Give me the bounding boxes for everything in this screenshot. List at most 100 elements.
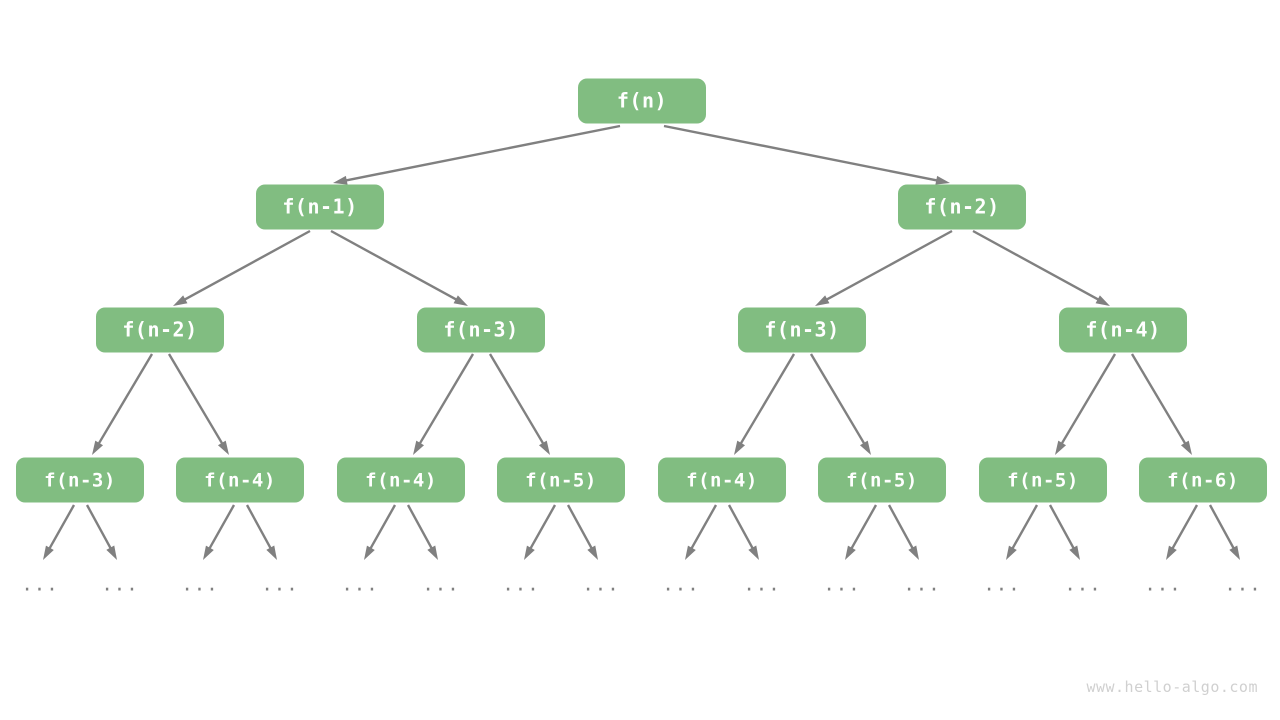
edge-line <box>1208 504 1236 551</box>
tree-edge <box>92 353 154 455</box>
arrow-head-icon <box>524 545 535 560</box>
tree-edge <box>566 504 598 560</box>
tree-edge <box>330 229 468 306</box>
node-label: f(n-4) <box>686 470 758 492</box>
edge-line <box>85 504 113 551</box>
arrow-head-icon <box>1095 295 1110 306</box>
ellipsis-marker: ... <box>662 574 699 596</box>
arrow-head-icon <box>538 440 550 455</box>
tree-edge <box>85 504 117 560</box>
ellipsis-marker: ... <box>1144 574 1181 596</box>
arrow-head-icon <box>1006 545 1017 560</box>
tree-node[interactable]: f(n-2) <box>898 184 1026 230</box>
tree-edge <box>1055 353 1117 455</box>
tree-edge <box>727 504 759 560</box>
tree-node[interactable]: f(n-4) <box>176 457 304 503</box>
arrow-head-icon <box>685 545 696 560</box>
edge-line <box>182 229 311 302</box>
tree-node[interactable]: f(n-4) <box>658 457 786 503</box>
tree-node[interactable]: f(n-5) <box>818 457 946 503</box>
ellipsis-marker: ... <box>1224 574 1261 596</box>
arrow-head-icon <box>203 545 214 560</box>
tree-node[interactable]: f(n-5) <box>979 457 1107 503</box>
tree-node[interactable]: f(n-3) <box>16 457 144 503</box>
node-box[interactable] <box>979 457 1107 503</box>
arrow-head-icon <box>106 545 117 560</box>
node-box[interactable] <box>256 184 384 230</box>
tree-edge <box>1130 353 1192 455</box>
ellipsis-marker: ... <box>903 574 940 596</box>
node-label: f(n-2) <box>122 318 197 342</box>
arrow-head-icon <box>266 545 277 560</box>
tree-edge <box>167 353 229 455</box>
edge-line <box>1060 353 1117 446</box>
edge-line <box>809 353 866 446</box>
tree-node[interactable]: f(n-4) <box>337 457 465 503</box>
node-box[interactable] <box>738 307 866 353</box>
node-box[interactable] <box>1059 307 1187 353</box>
arrow-head-icon <box>43 545 54 560</box>
tree-edge <box>406 504 438 560</box>
edge-line <box>528 504 557 551</box>
node-label: f(n-5) <box>846 470 918 492</box>
ellipsis-marker: ... <box>21 574 58 596</box>
nodes-layer: f(n) f(n-1) f(n-2) f(n-2) f(n-3) f(n-3) f(n-4)… <box>16 78 1267 503</box>
arrow-head-icon <box>1180 440 1192 455</box>
node-label: f(n) <box>617 89 667 113</box>
tree-node[interactable]: f(n-6) <box>1139 457 1267 503</box>
tree-node[interactable]: f(n-1) <box>256 184 384 230</box>
node-box[interactable] <box>176 457 304 503</box>
node-box[interactable] <box>96 307 224 353</box>
edge-line <box>663 124 939 182</box>
node-label: f(n-3) <box>443 318 518 342</box>
node-box[interactable] <box>337 457 465 503</box>
ellipsis-marker: ... <box>101 574 138 596</box>
watermark: www.hello-algo.com <box>1086 678 1258 696</box>
node-label: f(n-6) <box>1167 470 1239 492</box>
arrow-head-icon <box>1055 440 1067 455</box>
tree-node[interactable]: f(n) <box>578 78 706 124</box>
node-label: f(n-1) <box>282 195 357 219</box>
tree-edge <box>1208 504 1240 560</box>
node-box[interactable] <box>898 184 1026 230</box>
edge-line <box>739 353 796 446</box>
arrow-head-icon <box>1229 545 1240 560</box>
node-label: f(n-4) <box>204 470 276 492</box>
node-box[interactable] <box>578 78 706 124</box>
node-label: f(n-5) <box>1007 470 1079 492</box>
node-box[interactable] <box>818 457 946 503</box>
edge-line <box>1048 504 1076 551</box>
tree-node[interactable]: f(n-3) <box>738 307 866 353</box>
tree-edge <box>887 504 919 560</box>
node-label: f(n-4) <box>1085 318 1160 342</box>
edge-line <box>245 504 273 551</box>
arrow-head-icon <box>1166 545 1177 560</box>
tree-edge <box>1006 504 1039 560</box>
edge-line <box>1010 504 1039 551</box>
node-box[interactable] <box>658 457 786 503</box>
edge-line <box>207 504 236 551</box>
arrow-head-icon <box>1069 545 1080 560</box>
edge-line <box>488 353 545 446</box>
tree-node[interactable]: f(n-5) <box>497 457 625 503</box>
node-label: f(n-3) <box>44 470 116 492</box>
edge-line <box>1130 353 1187 446</box>
ellipsis-marker: ... <box>983 574 1020 596</box>
node-box[interactable] <box>16 457 144 503</box>
tree-node[interactable]: f(n-3) <box>417 307 545 353</box>
tree-edge <box>663 124 950 185</box>
edge-line <box>47 504 76 551</box>
ellipsis-marker: ... <box>582 574 619 596</box>
arrow-head-icon <box>217 440 229 455</box>
node-box[interactable] <box>1139 457 1267 503</box>
tree-edge <box>43 504 76 560</box>
tree-node[interactable]: f(n-4) <box>1059 307 1187 353</box>
node-box[interactable] <box>417 307 545 353</box>
arrow-head-icon <box>92 440 104 455</box>
tree-node[interactable]: f(n-2) <box>96 307 224 353</box>
tree-edge <box>1048 504 1080 560</box>
ellipsis-marker: ... <box>502 574 539 596</box>
node-box[interactable] <box>497 457 625 503</box>
